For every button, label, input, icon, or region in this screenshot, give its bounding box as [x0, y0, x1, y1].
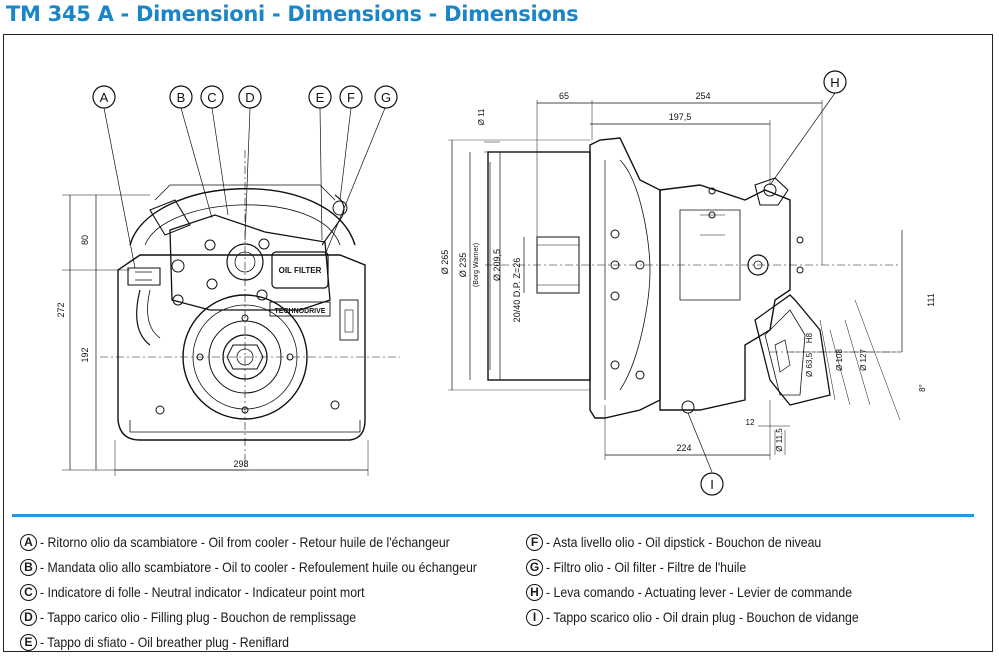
dim-65: 65: [559, 91, 569, 101]
brand-label: TECHNODRIVE: [275, 308, 326, 315]
callout-a-label: A: [100, 90, 109, 105]
callout-f: [339, 85, 363, 109]
callout-group-front: A B C D E F G: [92, 85, 398, 109]
callout-d-label: D: [245, 90, 254, 105]
legend-badge: D: [20, 609, 37, 626]
callout-e-label: E: [316, 90, 325, 105]
dim-12: 12: [746, 418, 755, 427]
callout-f-label: F: [347, 90, 355, 105]
legend-text: - Mandata olio allo scambiatore - Oil to…: [40, 559, 477, 575]
spline-label: 20/40 D.P. Z=26: [512, 258, 522, 323]
dim-8-deg: 8°: [918, 384, 927, 392]
legend-badge: A: [20, 534, 37, 551]
callout-group-side: H I: [700, 70, 847, 496]
callout-d: [238, 85, 262, 109]
dim-272: 272: [56, 302, 66, 317]
dim-224: 224: [676, 443, 691, 453]
legend-divider: [12, 514, 974, 517]
legend-text: - Ritorno olio da scambiatore - Oil from…: [40, 534, 450, 550]
dim-197-5: 197,5: [669, 112, 692, 122]
callout-h: [823, 70, 847, 94]
dim-63-5: Ø 63,5: [805, 352, 814, 377]
page-title: TM 345 A - Dimensioni - Dimensions - Dim…: [6, 2, 579, 26]
legend-text: - Tappo carico olio - Filling plug - Bou…: [40, 609, 357, 625]
legend-badge: B: [20, 559, 37, 576]
callout-c-label: C: [207, 90, 216, 105]
side-view: [448, 92, 903, 473]
legend-item: H- Leva comando - Actuating lever - Levi…: [526, 580, 901, 605]
dim-192: 192: [80, 347, 90, 362]
dim-h8: H8: [805, 332, 814, 343]
legend-item: I- Tappo scarico olio - Oil drain plug -…: [526, 605, 901, 630]
dim-11-top: Ø 11: [477, 108, 486, 125]
dim-254: 254: [695, 91, 710, 101]
callout-b-label: B: [177, 90, 186, 105]
front-view: [62, 107, 400, 476]
legend-item: F- Asta livello olio - Oil dipstick - Bo…: [526, 530, 901, 555]
callout-g-label: G: [381, 90, 391, 105]
legend-item: C- Indicatore di folle - Neutral indicat…: [20, 580, 537, 605]
dim-111: 111: [926, 293, 936, 307]
legend-item: G- Filtro olio - Oil filter - Filtre de …: [526, 555, 901, 580]
callout-c: [200, 85, 224, 109]
legend-text: - Indicatore di folle - Neutral indicato…: [40, 584, 365, 600]
callout-e: [308, 85, 332, 109]
dim-209-5: Ø 209,5: [492, 249, 502, 281]
legend-badge: G: [526, 559, 543, 576]
legend-badge: C: [20, 584, 37, 601]
legend-text: - Tappo scarico olio - Oil drain plug - …: [546, 609, 859, 625]
dim-108: Ø 108: [835, 349, 844, 371]
dim-298: 298: [233, 459, 248, 469]
legend-badge: F: [526, 534, 543, 551]
dim-80: 80: [80, 235, 90, 245]
legend-text: - Asta livello olio - Oil dipstick - Bou…: [546, 534, 822, 550]
drawing-frame: [3, 34, 993, 652]
legend-item: A- Ritorno olio da scambiatore - Oil fro…: [20, 530, 537, 555]
callout-g: [374, 85, 398, 109]
borg-warner-label: (Borg Warner): [473, 243, 480, 287]
legend-badge: H: [526, 584, 543, 601]
dim-127: Ø 127: [859, 349, 868, 371]
legend-item: B- Mandata olio allo scambiatore - Oil t…: [20, 555, 537, 580]
callout-a: [92, 85, 116, 109]
callout-i-label: I: [710, 477, 714, 492]
dim-235: Ø 235: [458, 253, 468, 278]
callout-b: [169, 85, 193, 109]
legend-badge: E: [20, 634, 37, 651]
legend-text: - Leva comando - Actuating lever - Levie…: [546, 584, 853, 600]
callout-h-label: H: [830, 75, 839, 90]
dim-11-5: Ø 11,5: [775, 428, 784, 452]
legend-right: F- Asta livello olio - Oil dipstick - Bo…: [526, 530, 901, 630]
legend-text: - Filtro olio - Oil filter - Filtre de l…: [546, 559, 747, 575]
legend-item: E- Tappo di sfiato - Oil breather plug -…: [20, 630, 537, 655]
legend-badge: I: [526, 609, 543, 626]
legend-text: - Tappo di sfiato - Oil breather plug - …: [40, 634, 290, 650]
oil-filter-label: OIL FILTER: [279, 266, 322, 275]
legend-left: A- Ritorno olio da scambiatore - Oil fro…: [20, 530, 537, 655]
dim-265: Ø 265: [440, 250, 450, 275]
legend-item: D- Tappo carico olio - Filling plug - Bo…: [20, 605, 537, 630]
callout-i: [700, 472, 724, 496]
